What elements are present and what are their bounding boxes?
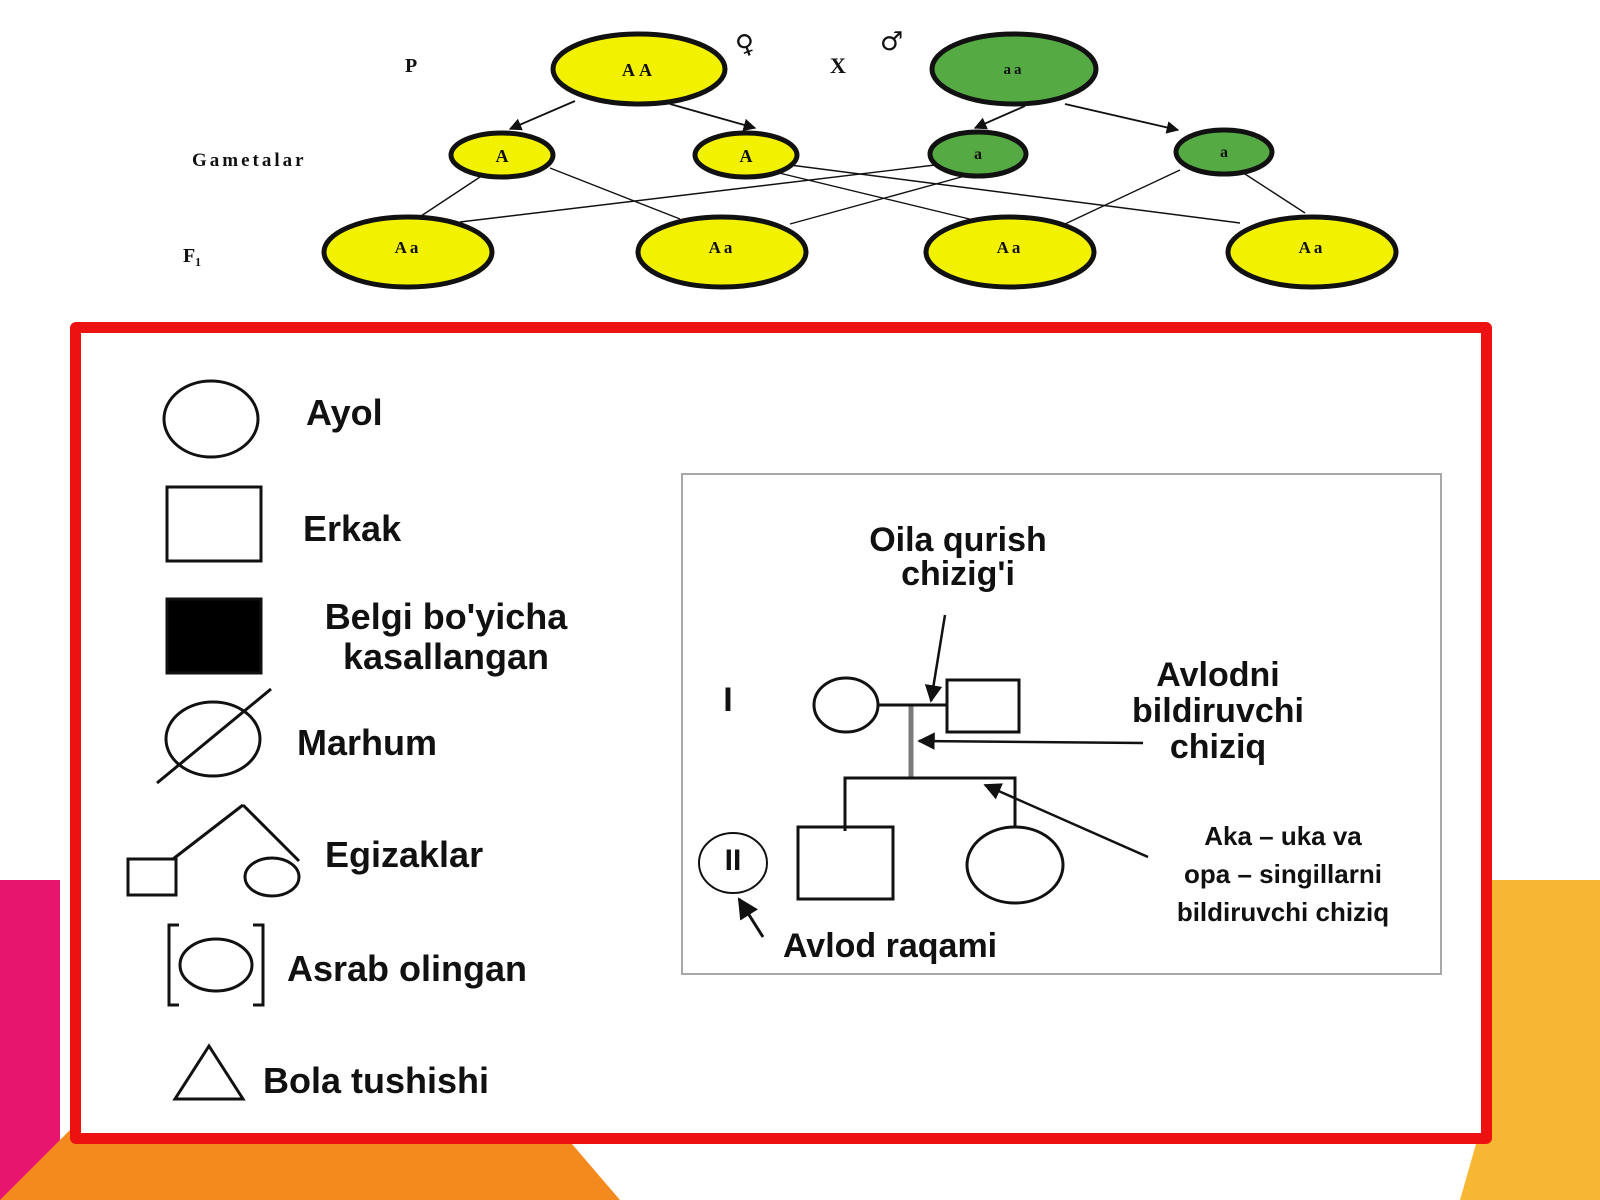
line-g4-f4: [1244, 173, 1306, 214]
offspring-3: Aa: [923, 214, 1097, 290]
corner-bottom-right-shape: [1460, 1130, 1600, 1200]
marriage-line-label: Oila qurish chizig'i: [823, 523, 1093, 591]
offspring-1: Aa: [321, 214, 495, 290]
legend-label-female: Ayol: [306, 392, 383, 433]
gen2-female-symbol: [965, 825, 1065, 905]
marriage-line-label-line1: Oila qurish: [869, 521, 1047, 559]
sibship-line-label-line2: opa – singillarni: [1184, 859, 1382, 889]
generation-number-label: Avlod raqami: [783, 927, 998, 965]
filled-square-icon: [165, 597, 263, 675]
generation-1-label: I: [723, 681, 733, 719]
gamete-2-allele: A: [740, 146, 753, 166]
corner-right-shape: [1480, 880, 1600, 1200]
legend-label-affected-line2: kasallangan: [342, 636, 550, 677]
bracketed-circle-icon: [167, 923, 265, 1007]
arrow-p1-g1: [508, 100, 576, 131]
corner-bottom-shape: [0, 1130, 620, 1200]
generation-number-arrow: [737, 897, 765, 938]
parent-1-genotype: AA: [622, 60, 656, 80]
circle-icon: [162, 379, 260, 459]
legend-label-twins: Egizaklar: [325, 834, 484, 875]
twins-icon: [126, 803, 301, 898]
offspring-4: Aa: [1225, 214, 1399, 290]
offspring-2-genotype: Aa: [709, 238, 736, 257]
gamete-3: a: [927, 129, 1029, 179]
line-g2-f3: [774, 171, 991, 225]
sibship-line-label-line1: Aka – uka va: [1204, 821, 1362, 851]
descent-line-label-line2: bildiruvchi: [1132, 692, 1304, 730]
legend-label-affected: Belgi bo'yicha kasallangan: [291, 597, 601, 677]
pedigree-example-diagram: [698, 614, 1149, 938]
pedigree-example-box: I II Oila qurish chizig'i Avlodni bildir…: [681, 473, 1442, 975]
gamete-2: A: [692, 130, 800, 180]
offspring-3-genotype: Aa: [997, 238, 1024, 257]
pedigree-legend-panel: Ayol Erkak Belgi bo'yicha kasallangan Ma…: [70, 322, 1492, 1144]
descent-line-arrow: [917, 732, 1144, 750]
sibship-line: [843, 776, 1017, 831]
legend-label-adopted: Asrab olingan: [287, 948, 528, 989]
line-g4-f3: [1064, 169, 1181, 225]
female-symbol-icon: ♀: [732, 27, 760, 62]
triangle-icon: [172, 1043, 246, 1101]
arrow-p2-g3: [973, 105, 1026, 130]
cross-sign: X: [830, 53, 846, 78]
monohybrid-cross-diagram: P Gametalar F₁ X ♀ ♂ AA aa A A a: [183, 27, 1399, 290]
legend-label-miscarriage: Bola tushishi: [263, 1060, 490, 1101]
gamete-1-allele: A: [496, 146, 509, 166]
gen2-male-symbol: [796, 825, 895, 901]
gamete-4: a: [1173, 127, 1275, 177]
gen1-female-symbol: [812, 676, 880, 734]
corner-left-shape: [0, 880, 60, 1200]
offspring-1-genotype: Aa: [395, 238, 422, 257]
arrow-p1-g2: [669, 103, 757, 131]
gen1-male-symbol: [945, 678, 1021, 734]
offspring-4-genotype: Aa: [1299, 238, 1326, 257]
legend-label-male: Erkak: [303, 508, 402, 549]
generation-number-circle: [698, 832, 768, 894]
sibship-line-label-line3: bildiruvchi chiziq: [1176, 897, 1390, 927]
legend-label-affected-line1: Belgi bo'yicha: [324, 596, 568, 637]
descent-line-label: Avlodni bildiruvchi chiziq: [1098, 657, 1338, 765]
line-g3-f2: [789, 175, 966, 225]
descent-line-label-line3: chiziq: [1169, 728, 1267, 766]
sibship-line-label: Aka – uka va opa – singillarni bildiruvc…: [1138, 817, 1428, 931]
line-g2-f4: [789, 164, 1241, 224]
descent-line-label-line1: Avlodni: [1156, 656, 1280, 694]
marriage-line-label-line2: chizig'i: [901, 555, 1015, 593]
arrow-p2-g4: [1064, 103, 1180, 134]
gamete-4-allele: a: [1220, 144, 1228, 161]
crossed-circle-icon: [156, 687, 272, 785]
legend-label-deceased: Marhum: [297, 722, 438, 763]
line-g1-f1: [414, 176, 481, 221]
square-icon: [165, 485, 263, 563]
line-g3-f1: [459, 164, 936, 223]
gamete-1: A: [448, 130, 556, 180]
gamete-3-allele: a: [974, 146, 982, 163]
male-symbol-icon: ♂: [880, 27, 903, 57]
row-label-p: P: [405, 55, 417, 77]
line-g1-f2: [549, 167, 681, 220]
parent-aa-dominant: AA: [550, 31, 728, 107]
row-label-gametes: Gametalar: [192, 150, 307, 171]
generation-2-label: II: [724, 844, 742, 877]
offspring-2: Aa: [635, 214, 809, 290]
sibship-line-arrow: [983, 783, 1149, 859]
parent-aa-recessive: aa: [929, 31, 1099, 107]
parent-2-genotype: aa: [1004, 62, 1025, 78]
row-label-f1: F₁: [183, 245, 201, 267]
marriage-line-arrow: [924, 614, 947, 703]
fertilization-lines: [414, 164, 1306, 225]
